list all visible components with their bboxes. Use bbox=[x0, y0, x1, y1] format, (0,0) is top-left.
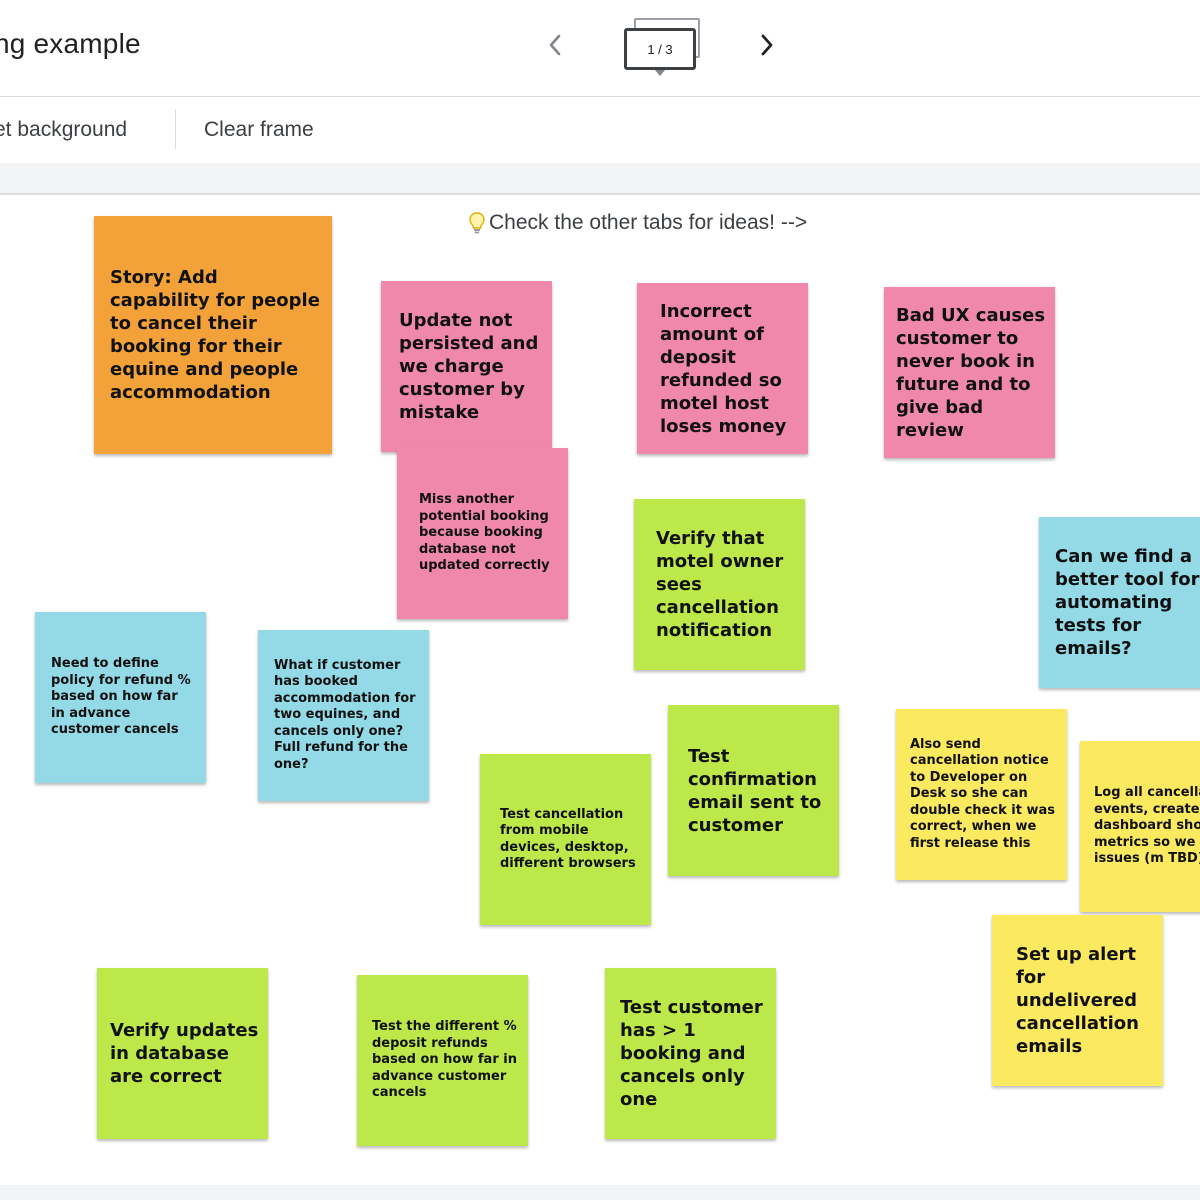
canvas-top-border bbox=[0, 163, 1200, 195]
hint-text-box[interactable]: Check the other tabs for ideas! --> bbox=[468, 209, 807, 237]
hint-text: Check the other tabs for ideas! --> bbox=[489, 211, 808, 234]
sticky-note-test[interactable]: Test confirmation email sent to customer bbox=[668, 705, 839, 876]
sticky-note-test[interactable]: Test the different % deposit refunds bas… bbox=[357, 975, 528, 1146]
sticky-note-text: Test confirmation email sent to customer bbox=[688, 745, 822, 836]
sticky-note-text: Test the different % deposit refunds bas… bbox=[372, 1019, 517, 1101]
sticky-note-test[interactable]: Verify that motel owner sees cancellatio… bbox=[634, 499, 805, 670]
whiteboard-canvas[interactable]: Check the other tabs for ideas! --> Stor… bbox=[0, 195, 1200, 1185]
sticky-note-text: Update not persisted and we charge custo… bbox=[399, 310, 539, 423]
sticky-note-risk[interactable]: Bad UX causes customer to never book in … bbox=[884, 287, 1055, 458]
clear-frame-button[interactable]: Clear frame bbox=[204, 118, 314, 141]
sticky-note-text: Test cancellation from mobile devices, d… bbox=[500, 806, 636, 872]
set-background-button[interactable]: et background bbox=[0, 118, 128, 141]
frame-indicator-button[interactable]: 1 / 3 bbox=[624, 18, 702, 80]
sticky-note-text: Verify updates in database are correct bbox=[110, 1020, 259, 1087]
canvas-bottom-border bbox=[0, 1185, 1200, 1200]
sticky-note-text: Verify that motel owner sees cancellatio… bbox=[656, 528, 784, 641]
sticky-note-text: Also send cancellation notice to Develop… bbox=[910, 736, 1055, 851]
sticky-note-text: Incorrect amount of deposit refunded so … bbox=[660, 300, 787, 437]
page-title: ng example bbox=[0, 28, 141, 59]
sticky-note-question[interactable]: Can we find a better tool for automating… bbox=[1039, 517, 1200, 688]
sticky-note-text: Log all cancella events, create dashboar… bbox=[1094, 785, 1200, 867]
sticky-note-test[interactable]: Test customer has > 1 booking and cancel… bbox=[605, 968, 776, 1139]
sticky-note-text: Can we find a better tool for automating… bbox=[1055, 546, 1200, 659]
sticky-note-idea[interactable]: Also send cancellation notice to Develop… bbox=[896, 709, 1067, 880]
sticky-note-idea[interactable]: Log all cancella events, create dashboar… bbox=[1080, 741, 1200, 912]
chevron-left-icon bbox=[549, 34, 561, 56]
sticky-note-question[interactable]: What if customer has booked accommodatio… bbox=[258, 630, 429, 801]
sticky-note-idea[interactable]: Set up alert for undelivered cancellatio… bbox=[992, 915, 1163, 1086]
previous-frame-button[interactable] bbox=[540, 28, 570, 62]
sticky-note-risk[interactable]: Incorrect amount of deposit refunded so … bbox=[637, 283, 808, 454]
sticky-note-test[interactable]: Test cancellation from mobile devices, d… bbox=[480, 754, 651, 925]
chevron-right-icon bbox=[761, 34, 773, 56]
sticky-note-text: What if customer has booked accommodatio… bbox=[274, 657, 416, 772]
toolbar-divider bbox=[175, 109, 176, 149]
caret-down-icon bbox=[655, 70, 665, 76]
next-frame-button[interactable] bbox=[752, 28, 782, 62]
sticky-note-text: Need to define policy for refund % based… bbox=[51, 656, 191, 738]
sticky-note-text: Story: Add capability for people to canc… bbox=[110, 267, 320, 403]
frame-counter: 1 / 3 bbox=[624, 28, 696, 70]
sticky-note-test[interactable]: Verify updates in database are correct bbox=[97, 968, 268, 1139]
sticky-note-risk[interactable]: Miss another potential booking because b… bbox=[397, 448, 568, 619]
sticky-note-risk[interactable]: Update not persisted and we charge custo… bbox=[381, 281, 552, 452]
sticky-note-text: Bad UX causes customer to never book in … bbox=[896, 304, 1046, 441]
frame-header: ng example 1 / 3 bbox=[0, 0, 1200, 97]
lightbulb-icon bbox=[469, 212, 485, 234]
jamboard-toolbar: et background Clear frame bbox=[0, 97, 1200, 163]
sticky-note-text: Set up alert for undelivered cancellatio… bbox=[1016, 944, 1139, 1057]
sticky-note-text: Miss another potential booking because b… bbox=[419, 492, 550, 574]
sticky-note-text: Test customer has > 1 booking and cancel… bbox=[620, 997, 763, 1110]
sticky-note-question[interactable]: Need to define policy for refund % based… bbox=[35, 612, 206, 783]
sticky-note-story[interactable]: Story: Add capability for people to canc… bbox=[94, 216, 332, 454]
